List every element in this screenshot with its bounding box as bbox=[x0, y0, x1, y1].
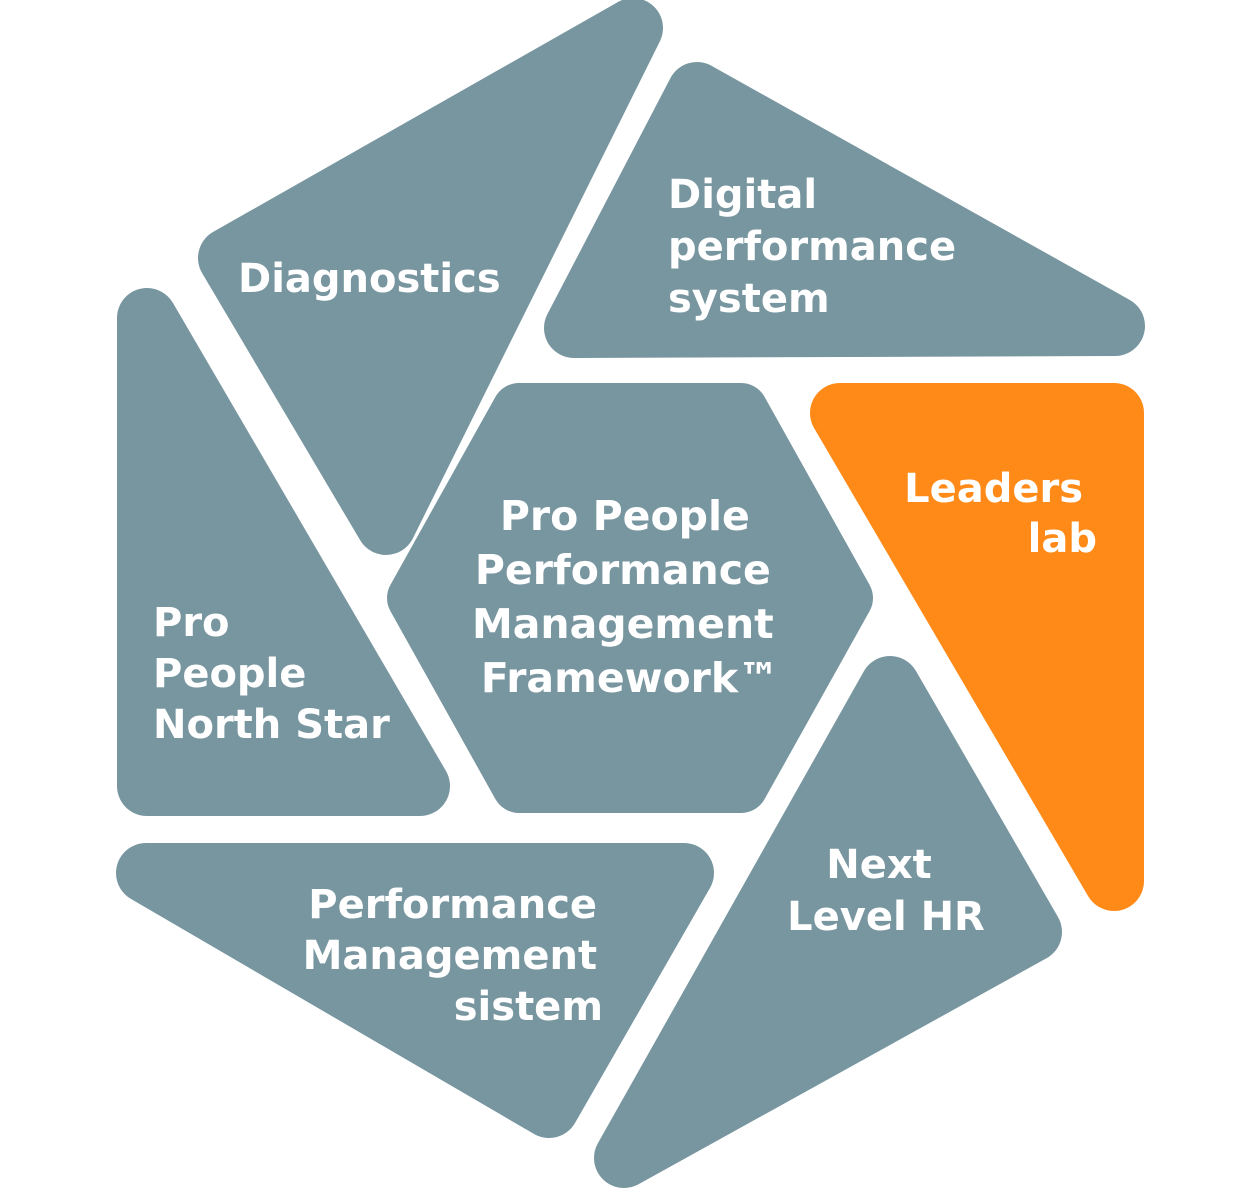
segment-leaders-lab: Leaders lab bbox=[810, 383, 1144, 911]
leaders-lab-line-1: Leaders bbox=[904, 466, 1083, 512]
segment-diagnostics-shape bbox=[198, 0, 663, 555]
segment-digital-performance-system-shape bbox=[544, 62, 1145, 358]
segment-framework-shape bbox=[387, 383, 873, 813]
segment-leaders-lab-shape bbox=[810, 383, 1144, 911]
segment-digital-performance-system: Digital performance system bbox=[544, 62, 1145, 358]
segment-north-star-shape bbox=[117, 288, 450, 816]
segment-digital-performance-system-label: Digital performance system bbox=[668, 172, 970, 322]
pm-sistem-line-2: Management bbox=[303, 933, 597, 979]
north-star-line-2: People bbox=[153, 651, 306, 697]
segment-leaders-lab-label: Leaders lab bbox=[904, 466, 1097, 562]
north-star-line-1: Pro bbox=[153, 600, 230, 646]
framework-line-4: Framework™ bbox=[481, 654, 779, 702]
segment-diagnostics: Diagnostics bbox=[198, 0, 663, 555]
segment-north-star-label: Pro People North Star bbox=[153, 600, 390, 748]
next-level-line-2: Level HR bbox=[787, 894, 985, 940]
segment-next-level-hr-shape bbox=[594, 656, 1062, 1188]
segment-performance-management-sistem-label: Performance Management sistem bbox=[303, 882, 611, 1030]
north-star-line-3: North Star bbox=[153, 702, 390, 748]
diagnostics-line-1: Diagnostics bbox=[238, 256, 501, 302]
pm-sistem-line-1: Performance bbox=[308, 882, 597, 928]
segment-framework-label: Pro People Performance Management Framew… bbox=[472, 492, 788, 702]
framework-line-2: Performance bbox=[475, 546, 771, 594]
next-level-line-1: Next bbox=[826, 842, 932, 888]
digital-line-3: system bbox=[668, 276, 830, 322]
digital-line-1: Digital bbox=[668, 172, 817, 218]
framework-line-1: Pro People bbox=[500, 492, 750, 540]
segment-performance-management-sistem: Performance Management sistem bbox=[116, 843, 714, 1138]
segment-diagnostics-label: Diagnostics bbox=[238, 256, 501, 302]
segment-framework: Pro People Performance Management Framew… bbox=[387, 383, 873, 813]
segment-performance-management-sistem-shape bbox=[116, 843, 714, 1138]
segment-next-level-hr-label: Next Level HR bbox=[787, 842, 985, 940]
digital-line-2: performance bbox=[668, 224, 956, 270]
framework-line-3: Management bbox=[472, 600, 774, 648]
leaders-lab-line-2: lab bbox=[1028, 516, 1097, 562]
segment-north-star: Pro People North Star bbox=[117, 288, 450, 816]
segment-next-level-hr: Next Level HR bbox=[594, 656, 1062, 1188]
pm-sistem-line-3: sistem bbox=[454, 984, 603, 1030]
